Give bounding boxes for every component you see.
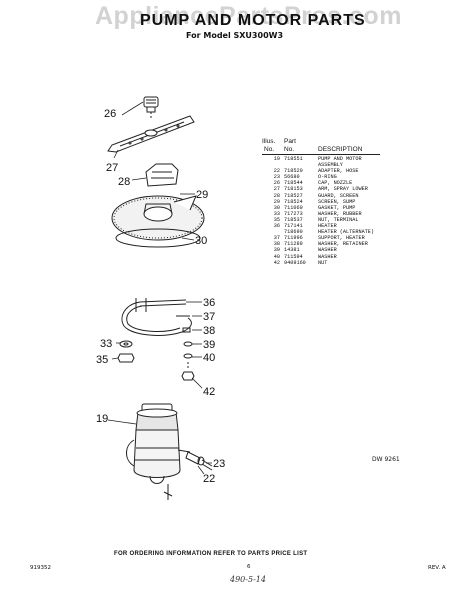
nozzle-cap-part: [143, 96, 159, 120]
sump-screen-part: [111, 195, 205, 241]
part-number-cell: 717273: [284, 210, 303, 217]
illus-number-cell: 27: [273, 186, 280, 193]
description-cell: HEATER: [318, 223, 337, 230]
description-cell: PUMP AND MOTOR: [318, 156, 362, 162]
illus-number-cell: 42: [273, 259, 280, 266]
callout-30: 30: [195, 235, 207, 247]
part-number-cell: 718153: [284, 186, 303, 193]
description-cell: SCREEN, SUMP: [318, 198, 356, 205]
description-cell: GASKET, PUMP: [318, 204, 356, 211]
page-title: PUMP AND MOTOR PARTS: [140, 12, 366, 29]
part-number-cell: 711289: [284, 241, 303, 248]
part-number-cell: 711996: [284, 235, 303, 242]
header-divider: [262, 154, 380, 155]
handwritten-note: 490-5-14: [230, 575, 266, 584]
washer-stack-part: [183, 341, 193, 359]
callout-29: 29: [196, 189, 208, 201]
header-illus: Illus.: [262, 138, 276, 145]
description-cell: GUARD, SCREEN: [318, 192, 359, 199]
part-number-cell: 718537: [284, 216, 303, 223]
part-number-cell: 718690: [284, 229, 303, 236]
part-number-cell: 718527: [284, 192, 303, 199]
illus-number-cell: 40: [273, 253, 280, 260]
description-cell: NUT, TERMINAL: [318, 216, 359, 223]
header-part-no: No.: [284, 146, 295, 153]
illus-number-cell: 36: [273, 223, 280, 230]
part-number-cell: 9409160: [284, 259, 306, 266]
page-number: 6: [247, 564, 251, 570]
callout-23: 23: [213, 458, 225, 470]
description-cell: WASHER: [318, 253, 337, 260]
callout-36: 36: [203, 297, 215, 309]
illus-number-cell: 26: [273, 180, 280, 187]
pump-gasket-part: [115, 228, 201, 248]
callout-38: 38: [203, 325, 215, 337]
description-cell: ADAPTER, HOSE: [318, 168, 359, 175]
description-cell: SUPPORT, HEATER: [318, 235, 365, 242]
description-cell: HEATER (ALTERNATE): [318, 229, 375, 236]
callout-27: 27: [106, 162, 118, 174]
description-cell: ASSEMBLY: [318, 162, 343, 169]
spray-arm-part: [107, 115, 195, 153]
description-cell: ARM, SPRAY LOWER: [318, 186, 368, 193]
illus-number-cell: 39: [273, 247, 280, 254]
terminal-nut-part: [117, 353, 135, 363]
header-description: DESCRIPTION: [318, 146, 363, 153]
callout-33: 33: [100, 338, 112, 350]
ordering-note: FOR ORDERING INFORMATION REFER TO PARTS …: [114, 551, 308, 557]
header-part: Part: [284, 138, 296, 145]
revision-label: REV. A: [428, 565, 446, 571]
description-cell: NUT: [318, 259, 328, 266]
illus-number-cell: 28: [273, 192, 280, 199]
rubber-washer-part: [119, 340, 133, 348]
description-cell: O-RING: [318, 174, 337, 181]
heater-part: [121, 298, 192, 336]
callout-19: 19: [96, 413, 108, 425]
part-number-cell: 14381: [284, 247, 300, 254]
model-subtitle: For Model SXU300W3: [186, 31, 284, 40]
callout-40: 40: [203, 352, 215, 364]
watermark: AppliancePartsPros.com: [95, 2, 402, 30]
description-cell: CAP, NOZZLE: [318, 180, 353, 187]
document-number: 919352: [30, 565, 51, 571]
heater-support-part: [176, 315, 191, 333]
part-number-cell: 711060: [284, 204, 303, 211]
part-number-cell: 56680: [284, 174, 300, 181]
screen-guard-part: [145, 163, 179, 187]
hose-adapter-part: [185, 451, 213, 471]
header-illus-no: No.: [264, 146, 275, 153]
callout-22: 22: [203, 473, 215, 485]
callout-37: 37: [203, 311, 215, 323]
illus-number-cell: 35: [273, 216, 280, 223]
illus-number-cell: 37: [273, 235, 280, 242]
callout-35: 35: [96, 354, 108, 366]
part-number-cell: 718544: [284, 180, 303, 187]
illus-number-cell: 23: [273, 174, 280, 181]
pump-motor-assembly-part: [126, 403, 191, 500]
illus-number-cell: 29: [273, 198, 280, 205]
illus-number-cell: 22: [273, 168, 280, 175]
part-number-cell: 718524: [284, 198, 303, 205]
description-cell: WASHER, RETAINER: [318, 241, 368, 248]
callout-26: 26: [104, 108, 116, 120]
callout-42: 42: [203, 386, 215, 398]
part-number-cell: 717141: [284, 223, 303, 230]
part-number-cell: 718520: [284, 168, 303, 175]
part-number-cell: 711594: [284, 253, 303, 260]
heater-nut-part: [181, 362, 195, 381]
description-cell: WASHER, RUBBER: [318, 210, 362, 217]
callout-28: 28: [118, 176, 130, 188]
callout-39: 39: [203, 339, 215, 351]
illus-number-cell: 19: [273, 156, 280, 162]
illus-number-cell: 33: [273, 210, 280, 217]
part-number-cell: 718551: [284, 156, 303, 162]
illus-number-cell: 38: [273, 241, 280, 248]
description-cell: WASHER: [318, 247, 337, 254]
illus-number-cell: 30: [273, 204, 280, 211]
diagram-code: DW 9261: [372, 456, 400, 463]
